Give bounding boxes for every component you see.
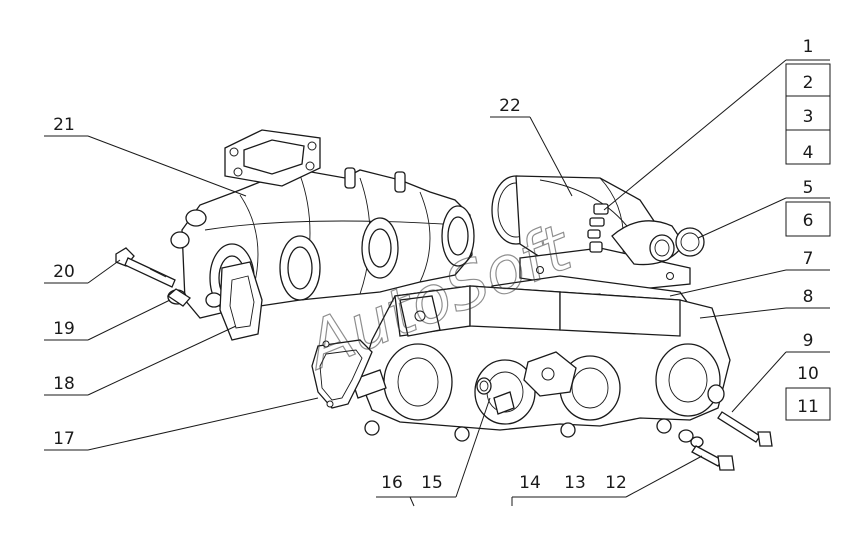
mounting-bolt-upper <box>678 411 773 448</box>
label-9: 9 <box>803 331 814 351</box>
leader-lines <box>44 59 830 507</box>
label-5: 5 <box>803 178 814 198</box>
label-18: 18 <box>53 374 75 394</box>
manifold-spacer <box>166 288 191 307</box>
label-11: 11 <box>797 397 819 417</box>
label-4: 4 <box>803 143 814 163</box>
drain-plug <box>476 377 515 415</box>
intake-gasket <box>311 339 373 409</box>
label-20: 20 <box>53 262 75 282</box>
label-13: 13 <box>564 473 586 493</box>
label-17: 17 <box>53 429 75 449</box>
manifold-bolt <box>115 247 176 288</box>
label-10: 10 <box>797 364 819 384</box>
label-6: 6 <box>803 211 814 231</box>
outlet-elbow <box>611 220 705 266</box>
right-label-boxes <box>785 63 831 421</box>
label-19: 19 <box>53 319 75 339</box>
label-1: 1 <box>803 37 814 57</box>
manifold-gasket <box>219 261 263 341</box>
part-labels: 1 2 3 4 5 6 7 8 9 10 11 12 13 14 15 16 1… <box>53 37 819 493</box>
intake-manifold <box>351 285 731 442</box>
label-21: 21 <box>53 115 75 135</box>
label-22: 22 <box>499 96 521 116</box>
mounting-bolt-lower <box>691 445 735 471</box>
label-15: 15 <box>421 473 443 493</box>
label-16: 16 <box>381 473 403 493</box>
label-8: 8 <box>803 287 814 307</box>
label-7: 7 <box>803 249 814 269</box>
label-3: 3 <box>803 107 814 127</box>
label-14: 14 <box>519 473 541 493</box>
label-2: 2 <box>803 73 814 93</box>
label-12: 12 <box>605 473 627 493</box>
